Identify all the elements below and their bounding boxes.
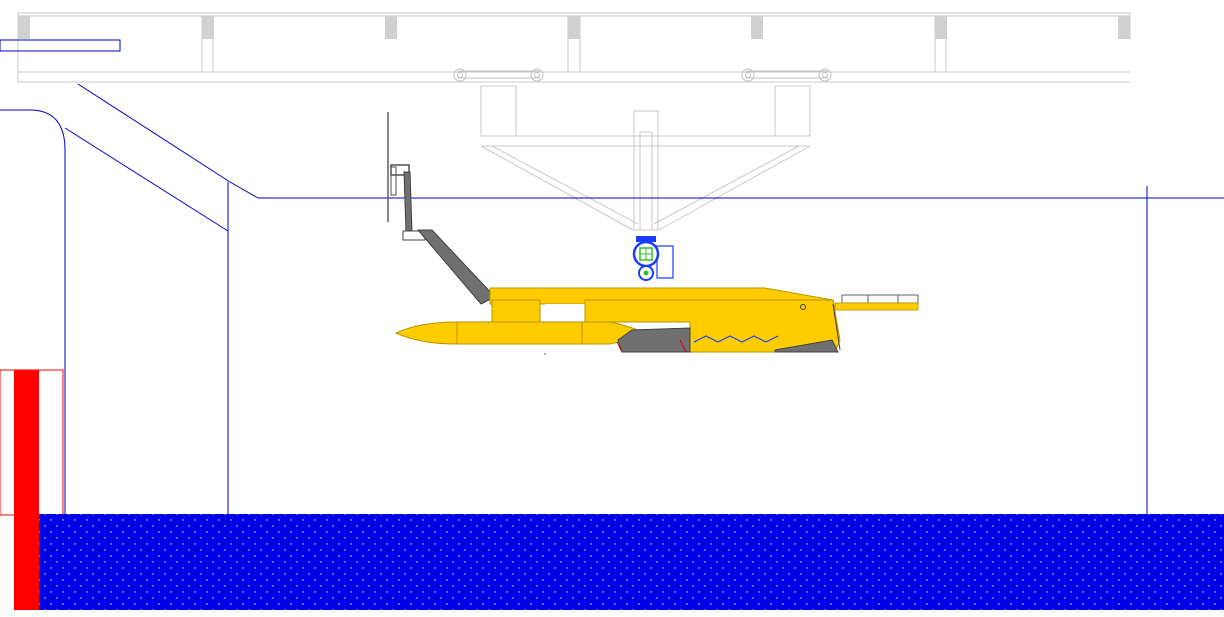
- hangar-walls: [0, 83, 1224, 515]
- launch-arm: [387, 112, 496, 305]
- stern-railing: [841, 294, 919, 304]
- girder-brackets: [18, 16, 1130, 39]
- trolley-frame: [480, 85, 811, 231]
- catamaran-hull: [394, 287, 919, 355]
- indicator-bar: [0, 39, 121, 52]
- pier-post: [0, 369, 64, 610]
- water-surface: [39, 514, 1224, 610]
- carriage-wheel: [453, 68, 832, 82]
- crane-hook-assembly: [632, 236, 674, 281]
